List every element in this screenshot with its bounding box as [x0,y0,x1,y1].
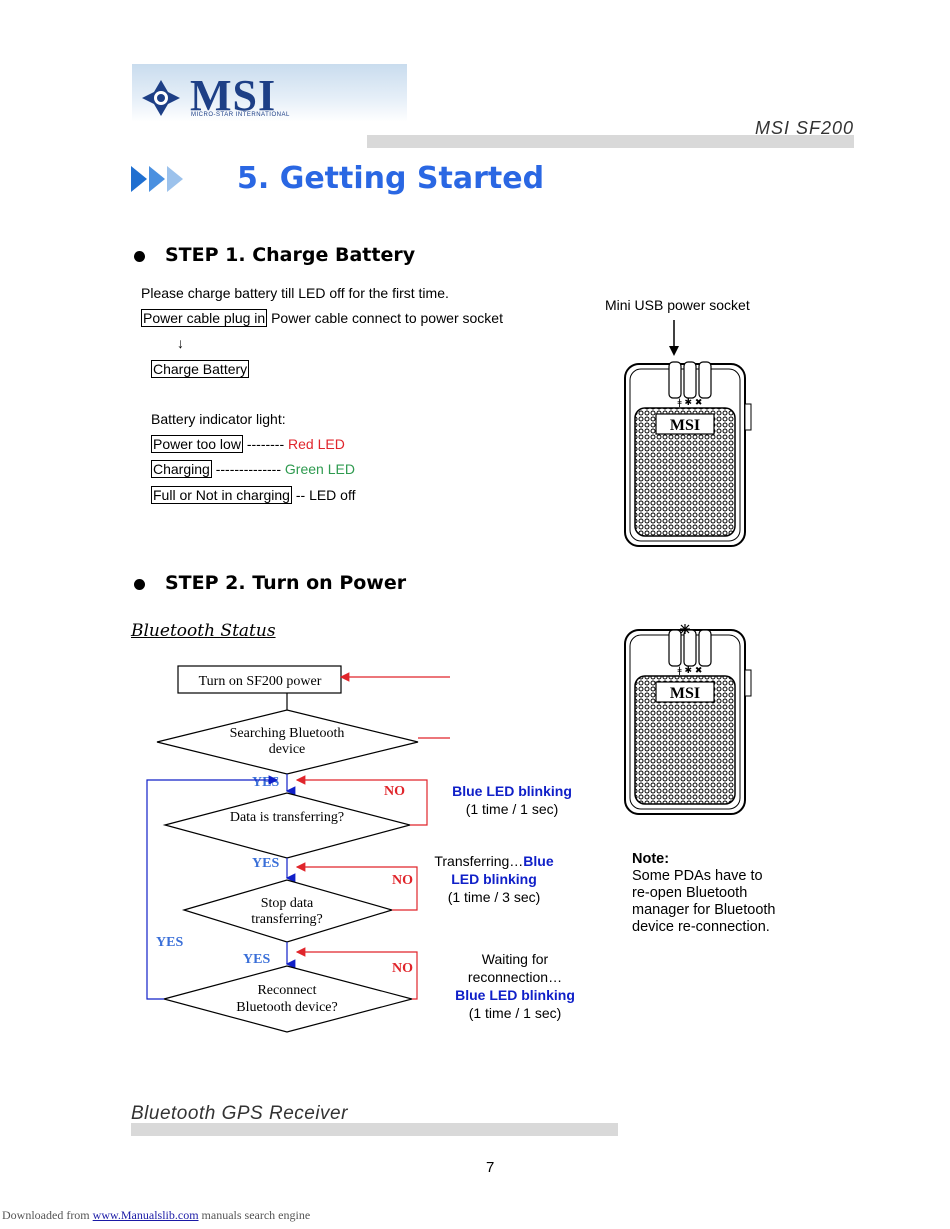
note-reconnect-line1: Waiting for [481,951,549,967]
bluetooth-status-heading: Bluetooth Status [131,621,276,641]
flow-d4-line1: Reconnect [257,983,316,998]
flow-no-label: NO [392,873,413,888]
note-line: re-open Bluetooth [632,885,748,901]
flow-decision-transferring [162,792,413,859]
note-line: Some PDAs have to [632,868,763,884]
download-notice: Downloaded from www.Manualslib.com manua… [2,1208,310,1223]
note-search: Blue LED blinking (1 time / 1 sec) [440,782,584,818]
device-image-power: MSI ǂ ✱ ✖ [624,624,752,815]
note-transfer-blue2: LED blinking [451,871,537,887]
down-arrow-icon: ↓ [177,335,184,351]
note-line: manager for Bluetooth [632,902,776,918]
indicator-status: LED off [309,487,356,503]
bluetooth-flowchart: Turn on SF200 power Searching Bluetooth … [146,665,450,1033]
step2-heading: STEP 2. Turn on Power [165,572,407,594]
indicator-state: Full or Not in charging [151,486,292,504]
flow-d2-text: Data is transferring? [230,810,344,825]
indicator-dashes: -- [291,487,310,503]
step1-intro: Please charge battery till LED off for t… [141,285,449,301]
device-icons: ǂ ✱ ✖ [678,666,703,676]
indicator-label: Battery indicator light: [151,411,286,427]
footer-product: Bluetooth GPS Receiver [131,1103,348,1124]
step1-heading: STEP 1. Charge Battery [165,244,416,266]
flow-decision-reconnect [161,965,415,1033]
plug-line: Power cable plug in Power cable connect … [141,309,503,327]
note-reconnect-line2: reconnection… [467,969,563,985]
plug-box: Power cable plug in [141,309,268,327]
charge-box: Charge Battery [151,360,250,378]
logo-text: MSI [190,71,277,120]
indicator-status: Green LED [284,461,355,477]
flow-yes-label: YES [252,856,279,871]
indicator-state: Power too low [151,435,243,453]
note-line: device re-connection. [632,919,770,935]
plug-text: Power cable connect to power socket [271,310,503,326]
indicator-dashes: -------- [242,436,289,452]
indicator-dashes: -------------- [211,461,285,477]
flow-d3-line2: transferring? [251,912,323,927]
bullet-icon [134,579,145,590]
note-transfer: Transferring…Blue LED blinking (1 time /… [424,852,564,906]
model-name: MSI SF200 [754,118,854,138]
device-icons: ǂ ✱ ✖ [678,398,703,408]
flow-start-text: Turn on SF200 power [199,674,322,689]
flow-d1-line1: Searching Bluetooth [230,726,345,741]
triple-arrow-icon [131,166,183,192]
bullet-icon [134,251,145,262]
device-brand: MSI [670,417,700,434]
note-reconnect-blue: Blue LED blinking [455,987,575,1003]
logo-subtext: MICRO-STAR INTERNATIONAL [191,112,290,118]
flow-decision-stop [181,879,395,943]
note-reconnect-rate: (1 time / 1 sec) [468,1005,562,1021]
indicator-row: Power too low -------- Red LED [151,435,345,453]
note-search-blue: Blue LED blinking [452,783,572,799]
flow-d1-line2: device [269,742,306,757]
flow-decision-search [156,709,419,775]
download-suffix: manuals search engine [201,1208,311,1222]
download-prefix: Downloaded from [2,1208,90,1222]
header-rule [367,135,854,148]
flow-d3-line1: Stop data [261,896,314,911]
note-search-rate: (1 time / 1 sec) [465,801,559,817]
note-transfer-blue1: Blue [523,853,554,869]
note-reconnect: Waiting for reconnection… Blue LED blink… [443,950,587,1022]
note-title: Note: [632,851,670,867]
note-transfer-rate: (1 time / 3 sec) [447,889,541,905]
note-transfer-line1: Transferring…Blue [424,852,564,870]
socket-label: Mini USB power socket [605,297,750,313]
footer-rule [131,1123,618,1136]
flow-no-label: NO [384,784,405,799]
device-brand: MSI [670,685,700,702]
note-transfer-prefix: Transferring… [434,853,524,869]
page-title: 5. Getting Started [237,161,545,196]
flow-yes-label: YES [252,775,279,790]
flow-yes-label: YES [243,952,270,967]
indicator-row: Charging -------------- Green LED [151,460,355,478]
page-number: 7 [486,1159,495,1176]
note-block: Note: Some PDAs have to re-open Bluetoot… [632,851,775,936]
manualslib-link[interactable]: www.Manualslib.com [92,1208,199,1222]
indicator-row: Full or Not in charging -- LED off [151,486,356,504]
flow-d4-line2: Bluetooth device? [236,1000,337,1015]
msi-emblem-icon [142,80,180,116]
logo-background [132,64,407,122]
flow-no-label: NO [392,961,413,976]
indicator-status: Red LED [288,436,345,452]
charge-line: Charge Battery [151,360,250,378]
flow-yes-label: YES [156,935,183,950]
device-image-charging: MSI ǂ ✱ ✖ [624,320,752,547]
indicator-state: Charging [151,460,212,478]
